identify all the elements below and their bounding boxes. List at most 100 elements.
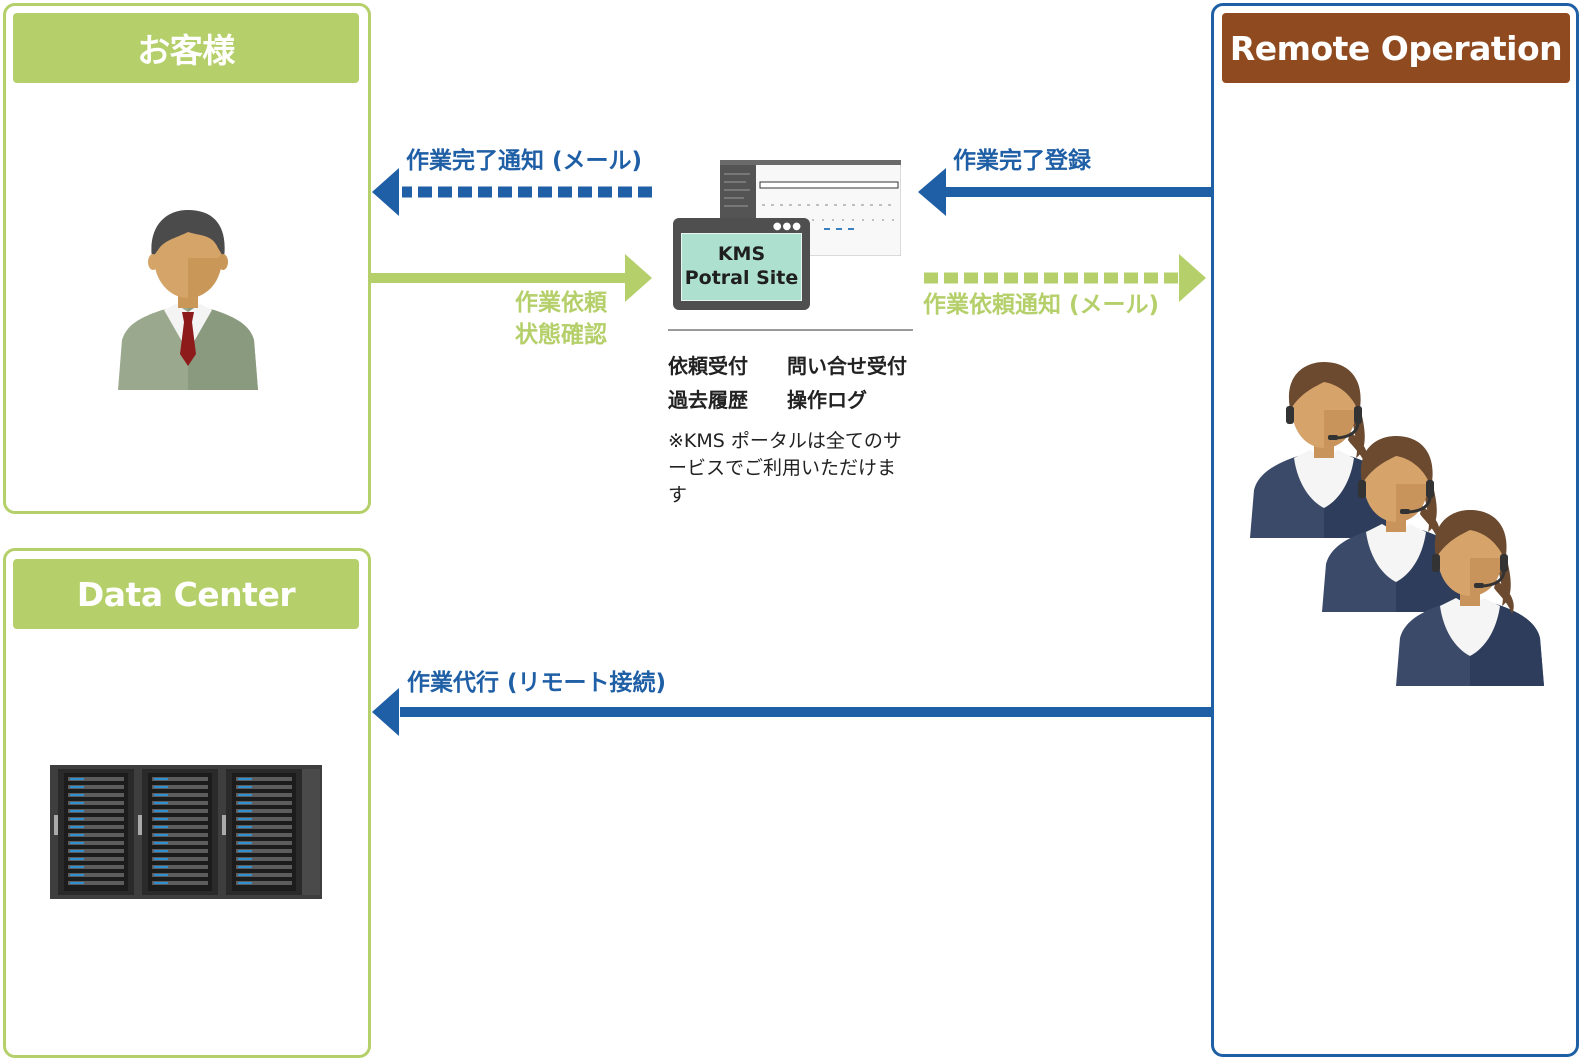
rack-slot [68,849,124,853]
rack-led [238,874,252,876]
completion-register-label: 作業完了登録 [953,148,1091,174]
rack-led [238,818,252,820]
request-mail-arrow [924,254,1206,302]
customer-title: お客様 [137,31,235,70]
rack-slot [236,809,292,813]
rack-slot [236,857,292,861]
rack-led [154,874,168,876]
rack-led [154,810,168,812]
request-status-line-2: 状態確認 [515,321,607,348]
rack-led [70,842,84,844]
rack-slot [152,849,208,853]
rack-led [238,858,252,860]
feature-operation-log: 操作ログ [787,388,867,412]
kms-portal-name-line-1: KMS [717,243,766,266]
rack-slot [68,785,124,789]
rack-led [154,882,168,884]
rack-slot [68,841,124,845]
rack-slot [236,777,292,781]
rack-led [154,858,168,860]
rack-led [70,810,84,812]
remote-work-label: 作業代行 (リモート接続) [407,670,667,696]
portal-divider [668,329,913,331]
rack-led [238,834,252,836]
rack-slot [152,841,208,845]
customer-header: お客様 [13,13,359,83]
feature-history: 過去履歴 [668,388,748,412]
rack-slot [68,881,124,885]
kms-portal-name-line-2: Potral Site [684,267,799,289]
rack-slot [152,817,208,821]
portal-note: ※KMS ポータルは全てのサービスでご利用いただけます [668,430,902,506]
rack-led [70,858,84,860]
rack-led [154,842,168,844]
rack-led [70,874,84,876]
rack-slot [236,785,292,789]
rack-slot [236,825,292,829]
rack-slot [68,873,124,877]
rack-slot [68,857,124,861]
rack-slot [236,841,292,845]
rack-led [154,826,168,828]
rack-slot [68,801,124,805]
rack-slot [68,793,124,797]
rack-slot [152,865,208,869]
rack-led [238,882,252,884]
rack-led [238,850,252,852]
businessman-icon [118,210,258,390]
request-mail-label: 作業依頼通知 (メール) [923,292,1160,318]
rack-led [70,818,84,820]
rack-led [238,866,252,868]
rack-slot [152,801,208,805]
rack-led [70,882,84,884]
remote-work-arrow [372,688,1211,736]
remote-operation-title: Remote Operation [1229,28,1563,68]
rack-slot [68,777,124,781]
rack-slot [236,793,292,797]
rack-slot [68,809,124,813]
rack-led [154,866,168,868]
rack-led [70,794,84,796]
request-status-line-1: 作業依頼 [515,290,607,316]
rack-led [70,826,84,828]
rack-slot [236,817,292,821]
rack-led [238,826,252,828]
completion-mail-label: 作業完了通知 (メール) [406,148,643,174]
completion-register-arrow [918,168,1211,216]
rack-led [70,866,84,868]
rack-slot [236,873,292,877]
rack-led [154,778,168,780]
rack-slot [152,777,208,781]
datacenter-header: Data Center [13,559,359,629]
rack-slot [236,881,292,885]
rack-slot [152,873,208,877]
rack-led [238,794,252,796]
kms-portal-screen: KMS Potral Site [681,233,802,301]
rack-led [238,786,252,788]
rack-led [154,834,168,836]
rack-slot [152,881,208,885]
rack-led [154,818,168,820]
request-status-label: 作業依頼 状態確認 [515,290,607,349]
rack-led [70,802,84,804]
rack-led [70,778,84,780]
rack-slot [68,865,124,869]
rack-slot [236,833,292,837]
rack-led [154,850,168,852]
rack-led [238,810,252,812]
rack-led [238,842,252,844]
server-rack-icon [50,765,322,899]
feature-inquiry-intake: 問い合せ受付 [787,354,907,378]
rack-slot [152,833,208,837]
rack-led [154,786,168,788]
window-controls-icon: ●●● [772,221,802,232]
feature-request-intake: 依頼受付 [668,354,748,378]
rack-led [154,802,168,804]
request-status-arrow [371,254,652,302]
rack-led [154,794,168,796]
rack-slot [68,825,124,829]
rack-slot [152,785,208,789]
rack-led [70,834,84,836]
rack-slot [68,817,124,821]
